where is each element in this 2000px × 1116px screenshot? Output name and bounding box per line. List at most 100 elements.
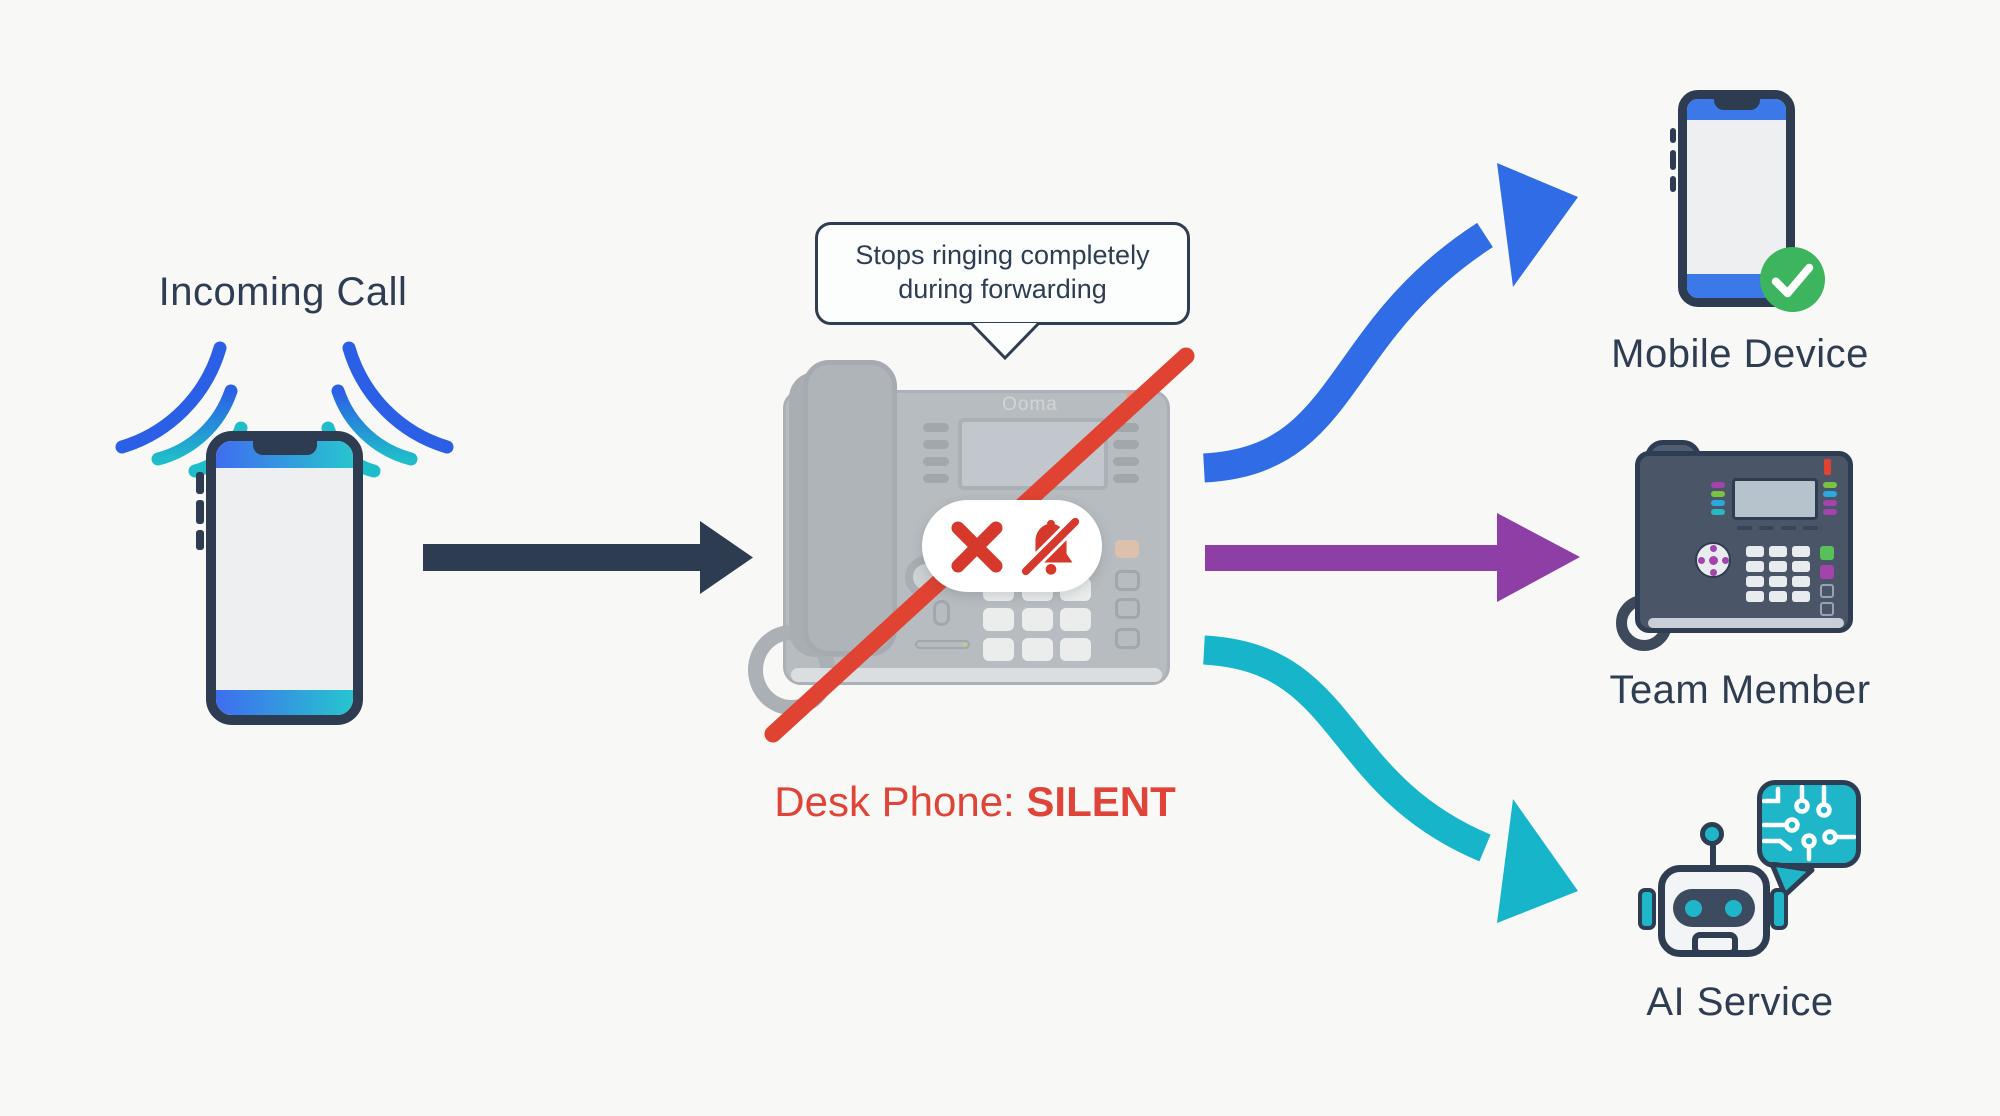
phone-side-button bbox=[1670, 176, 1676, 192]
robot-ear bbox=[1770, 888, 1788, 930]
callout-bubble-tail bbox=[969, 323, 1041, 361]
line-key bbox=[1711, 491, 1725, 497]
keypad-key bbox=[983, 638, 1014, 661]
small-key bbox=[933, 600, 950, 626]
keypad-key bbox=[1769, 546, 1787, 557]
antenna-stem bbox=[1710, 844, 1716, 870]
keypad-key bbox=[1022, 608, 1053, 631]
soft-key bbox=[1737, 526, 1752, 530]
keypad-key bbox=[1746, 576, 1764, 587]
phone-home-bar bbox=[216, 690, 353, 715]
volume-slider bbox=[915, 640, 970, 649]
line-key bbox=[923, 423, 949, 432]
function-key-purple bbox=[1820, 565, 1834, 579]
team-phone-icon bbox=[1616, 438, 1860, 651]
circuit-pattern-icon bbox=[1762, 785, 1856, 862]
keypad-key bbox=[1746, 561, 1764, 572]
incoming-call-label: Incoming Call bbox=[158, 270, 408, 314]
team-phone-body bbox=[1635, 451, 1853, 633]
soft-key bbox=[1781, 526, 1796, 530]
callout-line1: Stops ringing completely bbox=[855, 240, 1150, 270]
flow-arrow-icon bbox=[423, 521, 753, 594]
circuit-chat-bubble-icon bbox=[1757, 780, 1861, 868]
arrow-to-team-icon bbox=[1205, 513, 1580, 602]
line-key bbox=[1823, 509, 1837, 515]
keypad-key bbox=[983, 608, 1014, 631]
caller-smartphone-icon bbox=[206, 431, 363, 725]
phone-side-button bbox=[196, 530, 204, 550]
robot-eye bbox=[1685, 900, 1702, 917]
keypad-key bbox=[1792, 591, 1810, 602]
line-key bbox=[1113, 457, 1139, 466]
robot-visor bbox=[1673, 889, 1755, 927]
desk-phone-base bbox=[791, 668, 1162, 682]
callout-line2: during forwarding bbox=[898, 274, 1107, 304]
status-prefix: Desk Phone: bbox=[774, 778, 1015, 825]
line-key bbox=[923, 457, 949, 466]
line-key bbox=[923, 474, 949, 483]
keypad-key bbox=[1792, 546, 1810, 557]
phone-side-button bbox=[196, 500, 204, 524]
target-ai-label: AI Service bbox=[1646, 980, 1834, 1024]
keypad-key bbox=[1792, 576, 1810, 587]
team-phone-base bbox=[1648, 618, 1844, 628]
line-key bbox=[1113, 423, 1139, 432]
keypad-key bbox=[1769, 576, 1787, 587]
success-check-badge bbox=[1760, 247, 1825, 312]
keypad-key bbox=[1022, 638, 1053, 661]
led-dot bbox=[963, 643, 967, 647]
dpad-icon bbox=[1695, 542, 1731, 578]
indicator-stripe bbox=[1824, 459, 1831, 475]
desk-phone-brand: Ooma bbox=[1002, 394, 1058, 415]
robot-mouth bbox=[1692, 932, 1738, 956]
callout-bubble: Stops ringing completely during forwardi… bbox=[815, 222, 1190, 325]
keypad-key bbox=[1746, 591, 1764, 602]
robot-ear bbox=[1638, 888, 1656, 930]
keypad-key bbox=[1769, 561, 1787, 572]
line-key bbox=[923, 440, 949, 449]
robot-head bbox=[1658, 865, 1770, 957]
team-phone-screen bbox=[1732, 478, 1818, 520]
line-key bbox=[1113, 474, 1139, 483]
line-key bbox=[1823, 491, 1837, 497]
arrow-to-ai-icon bbox=[1203, 635, 1578, 923]
keypad-key bbox=[1769, 591, 1787, 602]
phone-side-button bbox=[196, 472, 204, 494]
mute-badge bbox=[922, 500, 1102, 592]
function-key bbox=[1115, 628, 1140, 649]
chat-bubble-tail bbox=[1769, 862, 1815, 898]
phone-notch bbox=[1713, 99, 1760, 110]
robot-eye bbox=[1725, 900, 1742, 917]
function-key bbox=[1115, 598, 1140, 619]
line-key bbox=[1823, 500, 1837, 506]
target-mobile-label: Mobile Device bbox=[1611, 332, 1869, 376]
keypad-key bbox=[1060, 608, 1091, 631]
function-key bbox=[1820, 584, 1834, 598]
function-key bbox=[1820, 602, 1834, 616]
line-key bbox=[1711, 500, 1725, 506]
soft-key bbox=[1803, 526, 1818, 530]
target-team-label: Team Member bbox=[1609, 668, 1871, 712]
phone-notch bbox=[252, 441, 317, 455]
soft-key bbox=[1759, 526, 1774, 530]
function-key bbox=[1115, 570, 1140, 591]
forwarding-arrows bbox=[1203, 163, 1580, 923]
arrow-to-mobile-icon bbox=[1203, 163, 1578, 483]
function-key-tan bbox=[1115, 540, 1139, 558]
function-key-green bbox=[1820, 546, 1834, 560]
phone-side-button bbox=[1670, 150, 1676, 170]
keypad-key bbox=[1746, 546, 1764, 557]
line-key bbox=[1711, 482, 1725, 488]
x-mark-icon bbox=[951, 521, 1003, 573]
ai-robot-icon bbox=[1630, 770, 1880, 980]
line-key bbox=[1823, 482, 1837, 488]
antenna-ball bbox=[1700, 822, 1724, 846]
line-key bbox=[1113, 440, 1139, 449]
check-icon bbox=[1771, 263, 1814, 298]
bell-slash-icon bbox=[1018, 514, 1083, 579]
keypad-key bbox=[1060, 638, 1091, 661]
phone-side-button bbox=[1670, 128, 1676, 143]
desk-phone-status: Desk Phone: SILENT bbox=[700, 778, 1250, 826]
line-key bbox=[1711, 509, 1725, 515]
